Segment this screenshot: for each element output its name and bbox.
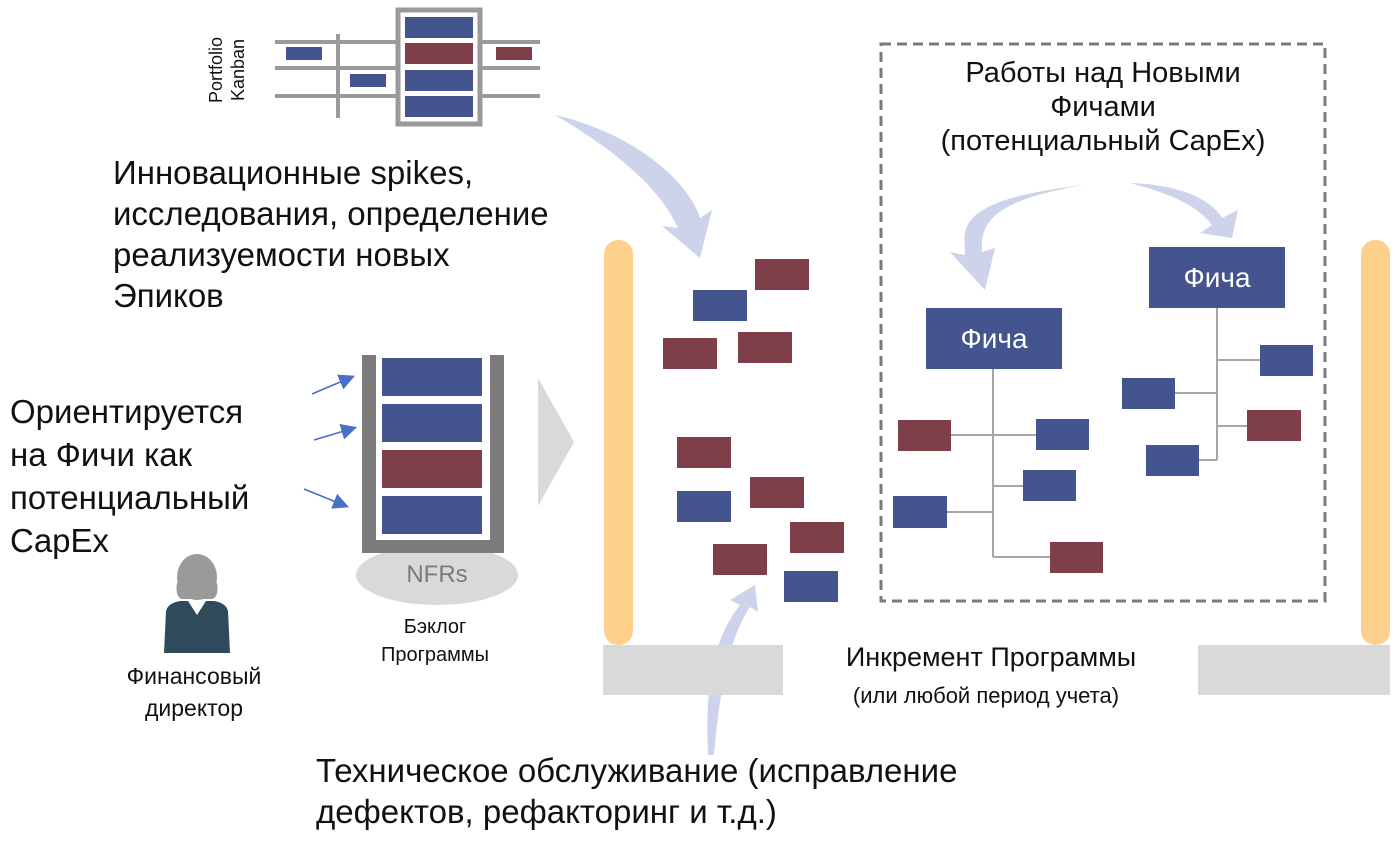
portfolio-kanban-icon: [275, 7, 540, 127]
increment-card-story: [693, 290, 747, 321]
portfolio-label-line1: Portfolio: [206, 36, 226, 104]
nfrs-ellipse: [356, 545, 518, 605]
capex-orientation-text: Ориентируется на Фичи как потенциальный …: [10, 390, 249, 562]
feature-child-story: [1146, 445, 1199, 476]
nfrs-label: NFRs: [406, 561, 468, 588]
feature-child-story: [893, 496, 947, 528]
increment-card-defect: [663, 338, 717, 369]
backlog-label-line2: Программы: [380, 644, 490, 666]
new-features-box: [879, 42, 1327, 603]
left-feature-tree: [947, 368, 1050, 558]
new-features-title-line: Фичами: [1050, 91, 1156, 123]
grey-chevron: [538, 378, 574, 506]
program-increment-subtitle: (или любой период учета): [852, 683, 1120, 708]
capex-line: на Фичи как: [10, 436, 193, 473]
innovation-line: Инновационные spikes,: [113, 154, 474, 191]
input-arrow-3: [303, 488, 349, 509]
increment-card-defect: [790, 522, 844, 553]
innovation-line: исследования, определение: [113, 195, 549, 232]
feature-child-story: [1260, 345, 1313, 376]
feature-child-story: [1122, 378, 1175, 409]
new-features-title: Работы над Новыми Фичами (потенциальный …: [886, 56, 1320, 158]
timebox-left-post: [604, 240, 633, 645]
feature-box-right: Фича: [1149, 247, 1285, 308]
input-arrow-1: [311, 374, 355, 395]
maintenance-line: дефектов, рефакторинг и т.д.): [316, 793, 777, 830]
portfolio-kanban-label: Portfolio Kanban: [200, 20, 260, 120]
feature-child-story: [1023, 470, 1076, 501]
feature-box-left: Фича: [926, 308, 1062, 369]
title-to-left-feature-arrow: [950, 185, 1085, 290]
increment-card-defect: [738, 332, 792, 363]
backlog-container: [362, 355, 504, 553]
timebox-right-post: [1361, 240, 1390, 645]
innovation-text: Инновационные spikes, исследования, опре…: [113, 152, 549, 316]
cfo-label-line2: директор: [144, 695, 244, 721]
increment-card-defect: [677, 437, 731, 468]
feature-child-defect: [1050, 542, 1103, 573]
backlog-label: Бэклог Программы: [335, 613, 535, 669]
cfo-label: Финансовый директор: [104, 660, 284, 724]
increment-card-defect: [755, 259, 809, 290]
capex-line: CapEx: [10, 522, 110, 559]
increment-base-left: [603, 645, 783, 695]
cfo-person-icon: [164, 554, 230, 653]
increment-card-story: [677, 491, 731, 522]
program-increment-title: Инкремент Программы: [845, 642, 1137, 672]
cfo-label-line1: Финансовый: [126, 663, 262, 689]
right-feature-tree: [1175, 308, 1260, 461]
maintenance-line: Техническое обслуживание (исправление: [316, 752, 958, 789]
new-features-title-line: (потенциальный CapEx): [940, 125, 1266, 157]
feature-child-defect: [1247, 410, 1301, 441]
innovation-line: реализуемости новых: [113, 236, 450, 273]
innovation-line: Эпиков: [113, 277, 224, 314]
increment-base-right: [1198, 645, 1390, 695]
portfolio-label-line2: Kanban: [228, 38, 248, 102]
feature-child-story: [1036, 419, 1089, 450]
backlog-label-line1: Бэклог: [403, 616, 467, 638]
kanban-to-increment-arrow: [555, 115, 712, 258]
maintenance-text: Техническое обслуживание (исправление де…: [316, 750, 957, 832]
increment-card-defect: [713, 544, 767, 575]
title-to-right-feature-arrow: [1130, 183, 1238, 238]
capex-line: Ориентируется: [10, 393, 244, 430]
increment-card-story: [784, 571, 838, 602]
input-arrow-2: [313, 424, 358, 441]
increment-card-defect: [750, 477, 804, 508]
new-features-title-line: Работы над Новыми: [965, 57, 1241, 89]
feature-child-defect: [898, 420, 951, 451]
capex-line: потенциальный: [10, 479, 250, 516]
